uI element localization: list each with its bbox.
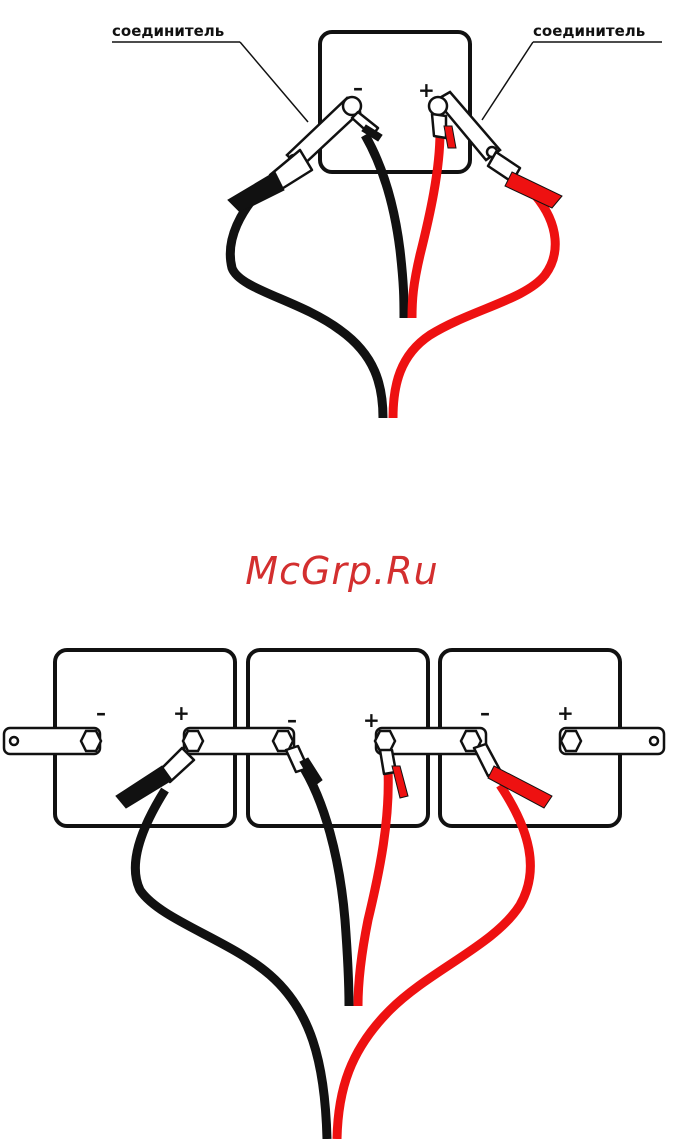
bottom-connector-outer-right: [560, 728, 664, 754]
battery-1-positive: +: [173, 701, 190, 725]
connector-label-left: соединитель: [112, 22, 224, 40]
leader-line-left: [240, 42, 308, 122]
bottom-connector-outer-left: [4, 728, 101, 754]
bottom-cable-negative-clamp: [135, 790, 327, 1139]
three-battery-diagram: – + – + – +: [4, 650, 664, 1139]
top-cable-negative-clamp: [230, 182, 383, 418]
battery-2-positive: +: [363, 708, 380, 732]
connector-label-right: соединитель: [533, 22, 645, 40]
bottom-cable-positive-clamp: [337, 785, 530, 1139]
battery-3-negative: –: [480, 701, 490, 725]
single-battery-diagram: соединитель соединитель – +: [112, 22, 662, 418]
battery-3-positive: +: [557, 701, 574, 725]
battery-3-positive-bolt: [561, 731, 581, 751]
battery-1-negative-bolt: [81, 731, 101, 751]
battery-2-positive-bolt: [375, 731, 395, 751]
top-positive-post-bolt: [429, 97, 447, 115]
battery-1-positive-bolt: [183, 731, 203, 751]
watermark: McGrp.Ru: [245, 549, 438, 593]
top-cable-positive-clamp: [393, 195, 555, 418]
outer-right-bar-hole: [650, 737, 658, 745]
top-left-clamp-sleeve: [228, 172, 284, 212]
top-right-clamp-sleeve: [505, 172, 562, 208]
outer-left-bar-hole: [10, 737, 18, 745]
leader-line-right: [482, 42, 533, 120]
battery-1-negative: –: [96, 701, 106, 725]
